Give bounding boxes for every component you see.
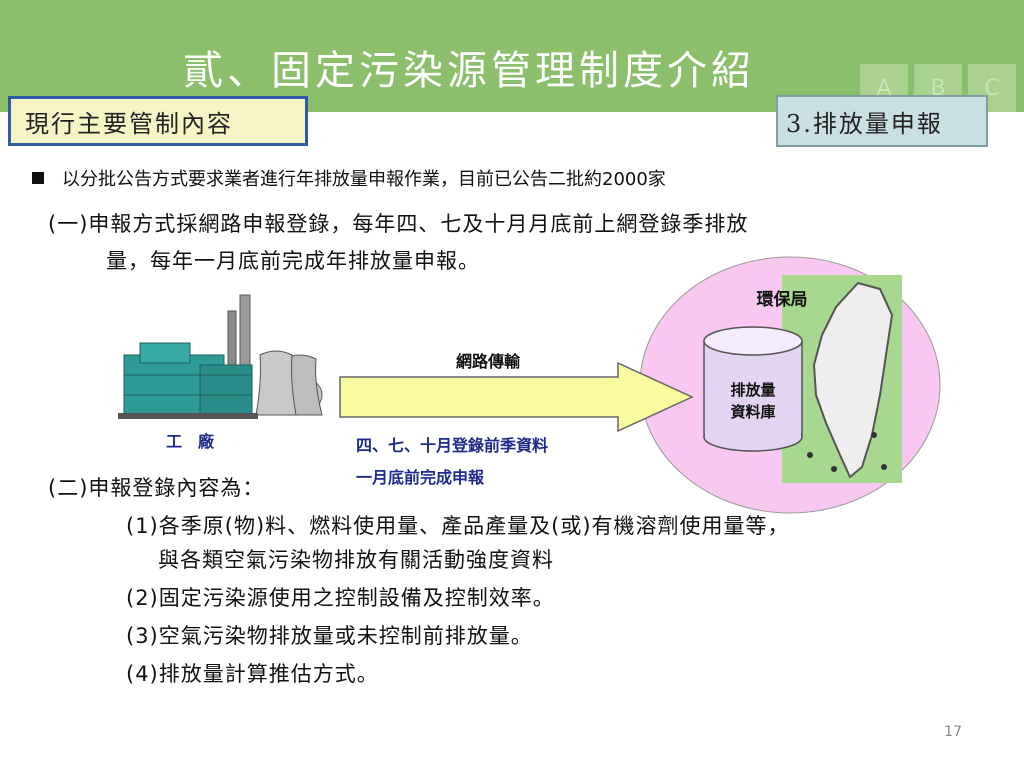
bullet-text: 以分批公告方式要求業者進行年排放量申報作業，目前已公告二批約2000家	[62, 169, 666, 190]
factory-icon	[118, 294, 323, 419]
topic-tag: 3.排放量申報	[776, 95, 988, 147]
section2-item-3: (3)空氣污染物排放量或未控制前排放量。	[126, 624, 533, 648]
slide-title: 貳、固定污染源管理制度介紹	[183, 48, 755, 94]
transmission-arrow	[339, 361, 694, 433]
title-banner: A B C	[0, 0, 1024, 112]
section-tag: 現行主要管制內容	[8, 96, 308, 146]
db-label-1: 排放量	[730, 381, 775, 399]
factory-label: 工 廠	[166, 432, 215, 451]
section1-line1: (一)申報方式採網路申報登錄，每年四、七及十月月底前上網登錄季排放	[48, 212, 749, 236]
arrow-label: 網路傳輸	[456, 352, 521, 371]
section2-item-1: (1)各季原(物)料、燃料使用量、產品產量及(或)有機溶劑使用量等，	[126, 514, 790, 538]
db-label-2: 資料庫	[730, 403, 775, 421]
section2-heading: (二)申報登錄內容為：	[48, 476, 265, 500]
decorative-tabs: A B C	[860, 64, 1016, 112]
section2-item-2: (2)固定污染源使用之控制設備及控制效率。	[126, 586, 555, 610]
taiwan-map-icon	[812, 281, 894, 479]
database-icon	[703, 326, 803, 452]
square-bullet-icon	[32, 172, 44, 184]
section1-line2: 量，每年一月底前完成年排放量申報。	[106, 249, 480, 273]
agency-label: 環保局	[757, 289, 808, 310]
note-quarterly: 四、七、十月登錄前季資料	[356, 436, 548, 455]
page-number: 17	[944, 724, 962, 740]
reporting-flow-diagram: 排放量 資料庫 環保局 網路傳輸 四、七、十月登錄前季資料 一月底前完成申報 工…	[118, 256, 941, 514]
note-annual: 一月底前完成申報	[356, 468, 485, 487]
section2-item-4: (4)排放量計算推估方式。	[126, 662, 379, 686]
section2-item-1-cont: 與各類空氣污染物排放有關活動強度資料	[158, 548, 554, 572]
bullet-point: 以分批公告方式要求業者進行年排放量申報作業，目前已公告二批約2000家	[32, 165, 666, 191]
